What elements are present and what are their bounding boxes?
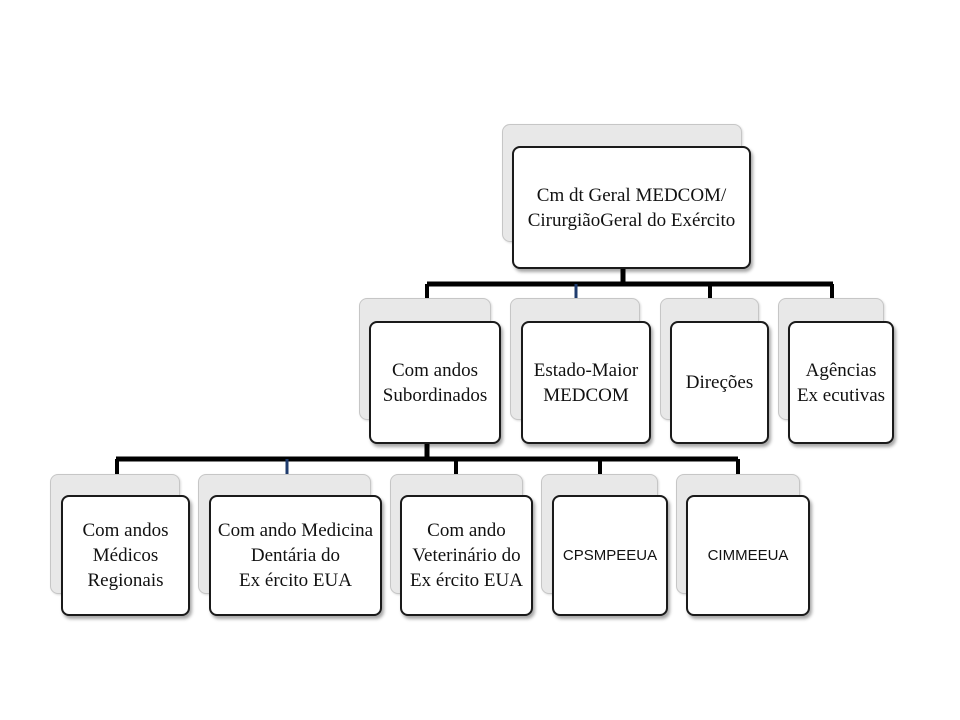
node-root-label: Cm dt Geral MEDCOM/ CirurgiãoGeral do Ex… [527,184,736,231]
node-comando-medicina-dentaria-label: Com ando Medicina Dentária do Ex ército … [217,520,374,591]
node-cimmeeua-label: CIMMEEUA [707,547,789,564]
node-cpsmpeeua-label: CPSMPEEUA [562,547,658,564]
node-agencias-executivas-box: Agências Ex ecutivas [788,321,894,444]
node-direcoes-label: Direções [685,372,754,393]
node-estado-maior-box: Estado-Maior MEDCOM [521,321,651,444]
node-cpsmpeeua-box: CPSMPEEUA [552,495,668,616]
node-comando-medicina-dentaria-box: Com ando Medicina Dentária do Ex ército … [209,495,382,616]
node-root-box: Cm dt Geral MEDCOM/ CirurgiãoGeral do Ex… [512,146,751,269]
node-comandos-subordinados-box: Com andos Subordinados [369,321,501,444]
node-comandos-medicos-regionais-box: Com andos Médicos Regionais [61,495,190,616]
node-cimmeeua-box: CIMMEEUA [686,495,810,616]
node-comandos-subordinados-label: Com andos Subordinados [382,359,488,406]
node-direcoes-box: Direções [670,321,769,444]
node-comandos-medicos-regionais-label: Com andos Médicos Regionais [82,520,169,591]
node-agencias-executivas-label: Agências Ex ecutivas [796,359,886,406]
node-comando-veterinario-box: Com ando Veterinário do Ex ército EUA [400,495,533,616]
node-estado-maior-label: Estado-Maior MEDCOM [533,359,639,406]
node-comando-veterinario-label: Com ando Veterinário do Ex ército EUA [410,520,523,591]
